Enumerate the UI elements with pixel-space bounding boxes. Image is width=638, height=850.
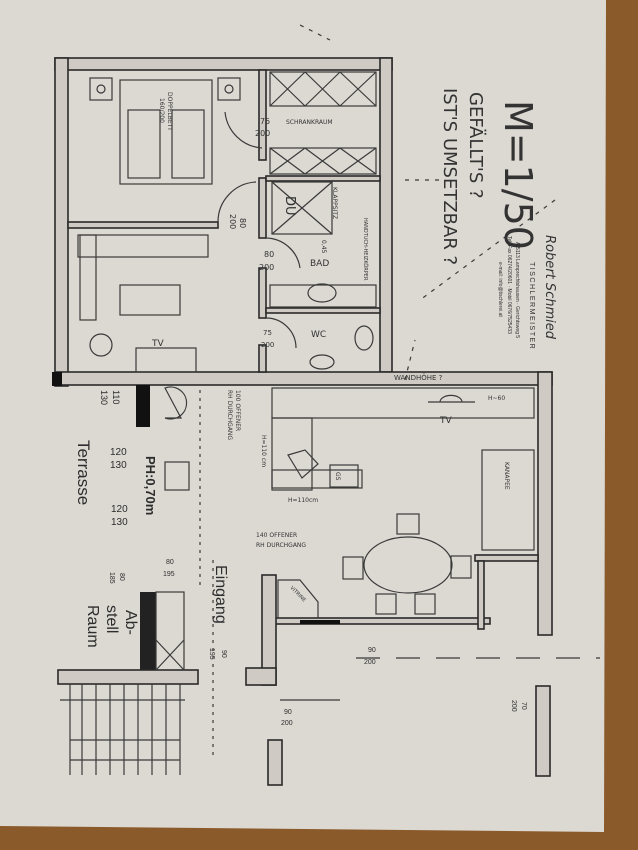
dishwasher-label: GS [334,472,341,481]
door-lower-2-width: 90 [284,709,292,716]
terrace-label: Terrasse [74,440,93,505]
question-2: IST'S UMSETZBAR ? [439,88,460,265]
sofa-label: KANAPEE [503,462,510,490]
stamp-phone: Tel./Fax 06274/20601 · Mobil 0676/752543… [506,236,512,334]
entrance-label: Eingang [212,565,229,624]
door-3-width: 80 [118,573,125,581]
tv-label-upper: TV [151,339,164,349]
wc-door-width: 75 [263,329,272,337]
window-3-height: 130 [111,517,128,528]
window-2-width: 120 [110,447,127,458]
folding-seat-label: KLAPPSITZ [331,187,338,219]
door-lower-3-width: 70 [520,702,527,710]
stamp-address: A-5113 Lamprechtshausen · Gerichtsweg 5 [514,242,520,338]
closet-door-width: 75 [260,117,270,126]
labels: M=1/50 GEFÄLLT'S ? IST'S UMSETZBAR ? Rob… [74,88,557,727]
entrance-door-height: 195 [208,648,215,660]
opening-2: 140 OFFENER [256,532,297,539]
shower-label: DU [282,196,297,216]
door-2-height: 195 [163,571,175,578]
opening-1: 100 OFFENER [234,390,241,431]
door-lower-1-width: 90 [368,647,376,654]
door-lower-2-height: 200 [281,720,293,727]
bed-label: DOPPELBETT [166,92,173,131]
stamp-title: TISCHLERMEISTER [528,262,535,350]
bath-door-height: 200 [259,263,274,272]
window-1-height: 130 [99,390,109,405]
kitchen-height-2: H=110cm [288,497,318,504]
door-2-width: 80 [166,559,174,566]
storage-label-3: Raum [84,605,101,648]
window-2-height: 130 [110,460,127,471]
bath-label: BAD [310,259,329,269]
question-1: GEFÄLLT'S ? [465,92,486,199]
opening-2b: RH DURCHGANG [256,542,306,549]
walls [52,57,553,786]
wc-door-height: 200 [261,341,274,349]
window-1-width: 110 [111,390,121,404]
furniture [60,24,600,775]
bed-size: 160/200 [158,98,165,123]
tv-label: TV [439,416,452,426]
storage-label-1: Ab- [122,610,139,635]
bath-door-width: 80 [264,250,274,259]
bath-depth: 0,45 [320,240,327,254]
door-lower-3-height: 200 [510,700,517,712]
door-3-height: 185 [108,572,115,584]
opening-1b: RH DURCHGANG [226,390,233,440]
terrace-ph: PH:0,70m [143,456,158,515]
wood-table [606,0,638,850]
kitchen-height-1: H=110 cm [260,435,267,467]
tv-height: H~60 [488,395,505,402]
bedroom-door-height: 200 [228,214,237,229]
window-3-width: 120 [111,504,128,515]
closet-label: SCHRANKRAUM [286,119,333,126]
storage-label-2: stell [103,605,120,633]
wc-label: WC [311,330,326,340]
closet-door-height: 200 [255,129,270,138]
towel-heater-label: HANDTUCH-HEIZKÖRPER [362,218,369,281]
scale-label: M=1/50 [496,100,540,250]
door-lower-1-height: 200 [364,659,376,666]
bedroom-door-width: 80 [238,218,247,228]
entrance-door-width: 90 [220,650,227,658]
wall-height-label: WANDHÖHE ? [394,373,443,382]
stamp-email: e-mail: info@tischlerei.at [497,262,503,317]
stamp-name: Robert Schmied [542,235,557,340]
